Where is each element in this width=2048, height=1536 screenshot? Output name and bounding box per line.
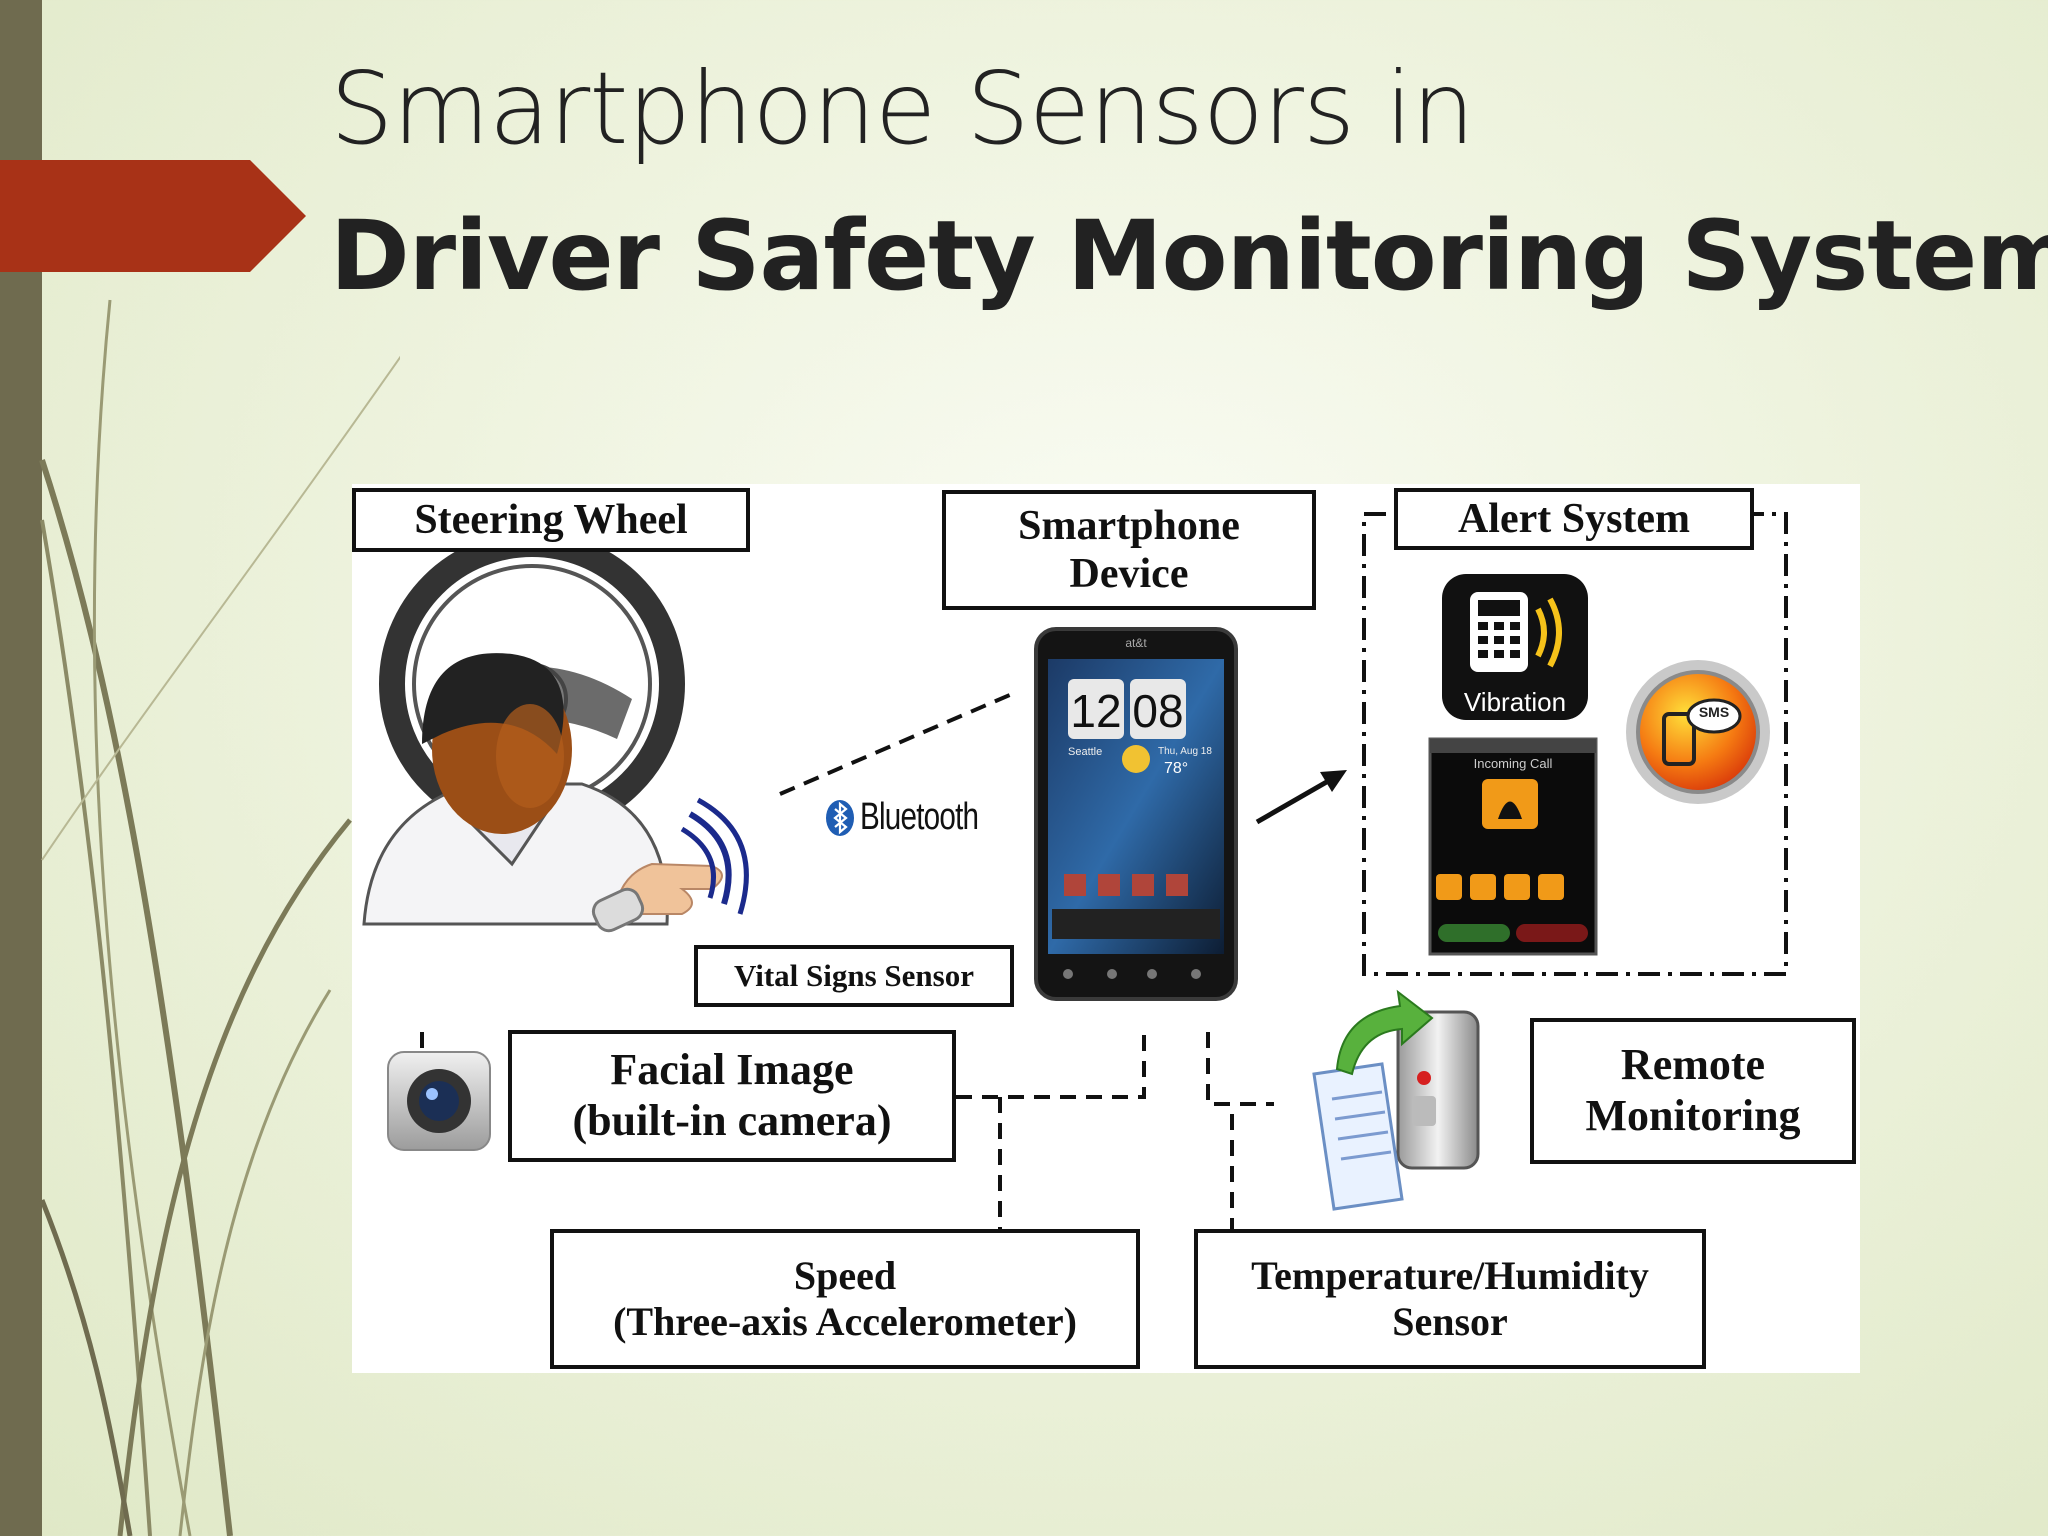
alert-system-label: Alert System	[1394, 488, 1754, 550]
phone-city: Seattle	[1068, 746, 1103, 758]
temperature-humidity-label: Temperature/Humidity Sensor	[1194, 1229, 1706, 1369]
facial-image-line1: Facial Image	[610, 1045, 854, 1095]
smartphone-icon	[1034, 627, 1238, 1001]
alert-system-text: Alert System	[1457, 495, 1691, 542]
sms-label: SMS	[1698, 704, 1730, 720]
temperature-line1: Temperature/Humidity	[1251, 1253, 1649, 1298]
incoming-call-label: Incoming Call	[1473, 756, 1553, 771]
phone-to-alert-arrow	[1255, 770, 1347, 825]
vital-sign-hand-icon	[591, 797, 749, 933]
phone-carrier: at&t	[1125, 636, 1147, 650]
vital-signs-text: Vital Signs Sensor	[733, 958, 974, 994]
driver-steering-icon	[362, 531, 685, 926]
phone-temperature: 78°	[1164, 760, 1189, 777]
decorative-swoosh	[39, 299, 400, 1536]
remote-monitoring-line2: Monitoring	[1585, 1091, 1801, 1140]
title-accent-arrow	[0, 160, 306, 272]
sms-icon	[1626, 660, 1770, 804]
smartphone-device-line1: Smartphone	[1018, 502, 1240, 549]
facial-image-label: Facial Image (built-in camera)	[508, 1030, 956, 1162]
steering-wheel-label: Steering Wheel	[352, 488, 750, 552]
facial-image-line2: (built-in camera)	[572, 1096, 892, 1145]
remote-monitoring-label: Remote Monitoring	[1530, 1018, 1856, 1164]
temperature-line2: Sensor	[1392, 1299, 1508, 1344]
speed-line2: (Three-axis Accelerometer)	[613, 1299, 1077, 1344]
incoming-call-screen-icon	[1428, 737, 1598, 956]
phone-date: Thu, Aug 18	[1158, 746, 1212, 757]
vibration-label: Vibration	[1463, 687, 1567, 717]
camera-icon	[387, 1051, 491, 1151]
smartphone-device-label: Smartphone Device	[942, 490, 1316, 610]
speed-accelerometer-label: Speed (Three-axis Accelerometer)	[550, 1229, 1140, 1369]
phone-clock-minute: 08	[1132, 685, 1184, 737]
slide-title-line2: Driver Safety Monitoring System	[330, 200, 2048, 312]
bluetooth-icon	[826, 800, 854, 836]
bluetooth-label: Bluetooth	[860, 796, 979, 838]
phone-clock-hour: 12	[1070, 685, 1122, 737]
vital-signs-sensor-label: Vital Signs Sensor	[694, 945, 1014, 1007]
remote-monitoring-line1: Remote	[1620, 1040, 1766, 1090]
slide-title-line1: Smartphone Sensors in	[330, 50, 1475, 167]
system-diagram: Vibration SMS Incoming Call at&t 12 08 S…	[352, 484, 1860, 1373]
vibration-app-icon	[1442, 574, 1588, 720]
server-document-icon	[1312, 989, 1480, 1211]
steering-wheel-text: Steering Wheel	[414, 496, 688, 543]
smartphone-device-line2: Device	[1069, 551, 1189, 597]
speed-line1: Speed	[793, 1253, 897, 1298]
